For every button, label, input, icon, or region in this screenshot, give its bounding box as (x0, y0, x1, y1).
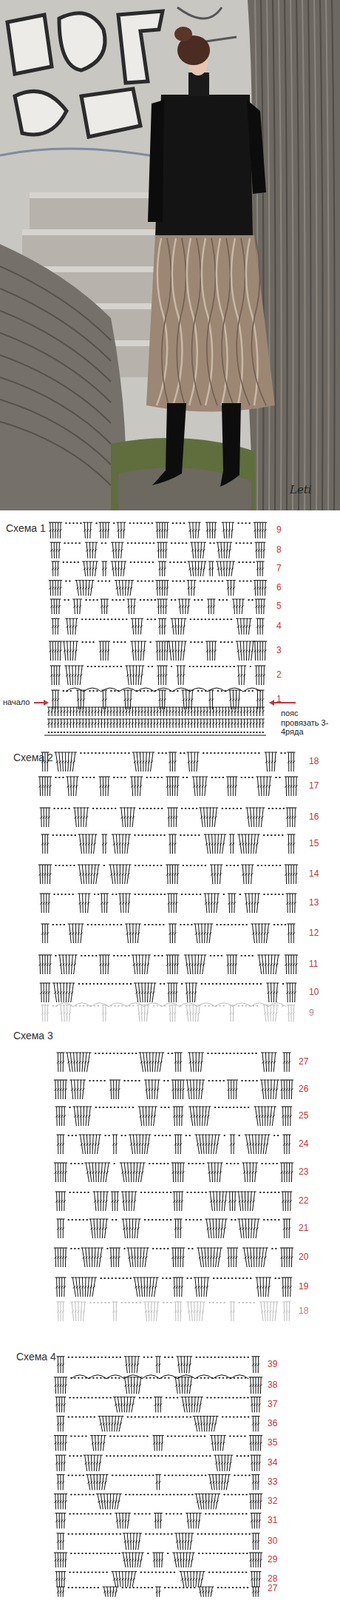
row-number: 38 (267, 1379, 278, 1390)
belt-rows (44, 706, 267, 735)
row-number: 2 (276, 669, 282, 680)
row-number: 23 (298, 1166, 309, 1177)
row-number: 20 (298, 1251, 309, 1262)
row-number: 27 (298, 1056, 309, 1067)
chart-title: Схема 4 (16, 1349, 57, 1362)
row-number: 27 (267, 1582, 278, 1593)
note-text: пояс провязать 3-4ряда (280, 708, 338, 737)
row-number: 13 (308, 897, 319, 908)
row-number: 37 (267, 1398, 278, 1409)
row-number: 11 (308, 958, 318, 969)
row-number: 29 (267, 1553, 278, 1564)
row-number: 4 (276, 620, 282, 632)
row-number: 14 (308, 868, 319, 879)
row-number: 31 (267, 1514, 278, 1525)
watermark: Leti (289, 483, 312, 496)
chart-title: Схема 2 (13, 750, 54, 763)
start-arrows (34, 699, 296, 706)
row-number: 6 (276, 582, 282, 593)
row-number: 26 (298, 1083, 309, 1094)
row-number: 33 (267, 1476, 278, 1487)
row-number: 15 (308, 838, 319, 849)
crochet-charts (34, 521, 298, 1596)
row-number: 8 (276, 544, 282, 556)
photo (0, 0, 340, 510)
row-number: 7 (276, 563, 282, 574)
row-number: 19 (298, 1280, 309, 1292)
row-number: 5 (276, 600, 282, 612)
row-number: 21 (298, 1222, 309, 1233)
row-number: 35 (267, 1436, 278, 1448)
row-number: 18 (298, 1305, 309, 1316)
row-number: 22 (298, 1195, 309, 1206)
row-number: 9 (276, 524, 282, 536)
stitch-chart (53, 1051, 294, 1321)
row-number: 25 (298, 1110, 309, 1121)
stitch-chart (38, 751, 298, 1021)
row-number: 39 (267, 1358, 278, 1369)
chart-title: Схема 3 (13, 1028, 54, 1041)
row-number: 34 (267, 1456, 278, 1468)
row-number: 28 (267, 1572, 278, 1584)
stitch-chart (53, 1355, 263, 1596)
row-number: 12 (308, 927, 319, 938)
chart-title: Схема 1 (5, 521, 46, 534)
row-number: 18 (308, 756, 319, 767)
row-number: 30 (267, 1535, 278, 1546)
row-number: 32 (267, 1495, 278, 1506)
row-number: 3 (276, 645, 282, 656)
row-number: 16 (308, 811, 319, 822)
row-number: 17 (308, 780, 319, 791)
row-number: 10 (308, 986, 319, 998)
row-number: 9 (308, 1007, 315, 1018)
row-number: 1 (276, 694, 282, 705)
note-text: начало (2, 697, 30, 707)
woman-figure (146, 26, 275, 487)
row-number: 24 (298, 1138, 309, 1149)
stitch-chart (48, 521, 267, 709)
row-number: 36 (267, 1417, 278, 1428)
